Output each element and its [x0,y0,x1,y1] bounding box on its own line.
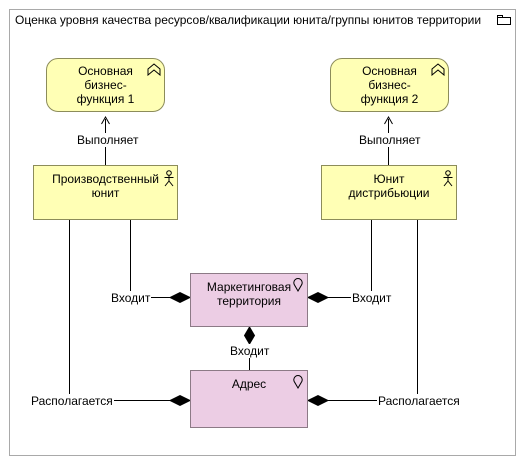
located-right-line [328,220,418,401]
location-pin-icon [293,375,303,389]
business-function-icon [431,63,445,76]
business-actor-icon [164,170,174,187]
marketing-territory-label: Маркетинговая территория [206,280,292,308]
located-right-diamond [306,394,330,407]
located-left-label: Располагается [30,394,114,408]
enters-left-line [130,220,170,298]
located-left-line [69,220,170,401]
business-function-2-node[interactable]: Основная бизнес-функция 2 [330,58,449,112]
enters-right-diamond [306,291,330,304]
enters-right-label: Входит [351,291,393,305]
business-function-1-node[interactable]: Основная бизнес-функция 1 [46,58,165,112]
business-function-1-label: Основная бизнес-функция 1 [76,64,135,106]
distribution-unit-label: Юнит дистрибьюции [348,172,430,200]
enters-right-line [328,220,372,298]
folder-icon [497,15,511,25]
business-actor-icon [443,170,453,187]
address-node[interactable]: Адрес [190,370,308,428]
performs-2-arrowhead [384,115,393,125]
production-unit-node[interactable]: Производственный юнит [33,165,178,220]
address-label: Адрес [231,377,267,391]
production-unit-label: Производственный юнит [52,172,159,200]
located-left-diamond [168,394,192,407]
business-function-2-label: Основная бизнес-функция 2 [360,64,419,106]
enters-left-label: Входит [110,291,152,305]
enters-left-diamond [168,291,192,304]
performs-1-label: Выполняет [76,133,140,147]
diagram-frame: Оценка уровня качества ресурсов/квалифик… [9,9,516,456]
distribution-unit-node[interactable]: Юнит дистрибьюции [321,165,457,220]
performs-2-label: Выполняет [358,133,422,147]
located-right-label: Располагается [377,394,461,408]
marketing-territory-node[interactable]: Маркетинговая территория [190,273,308,327]
business-function-icon [147,63,161,76]
performs-1-arrowhead [101,115,110,125]
enters-middle-diamond [243,326,256,345]
enters-middle-label: Входит [229,344,271,358]
frame-title: Оценка уровня качества ресурсов/квалифик… [15,13,482,27]
location-pin-icon [293,278,303,292]
